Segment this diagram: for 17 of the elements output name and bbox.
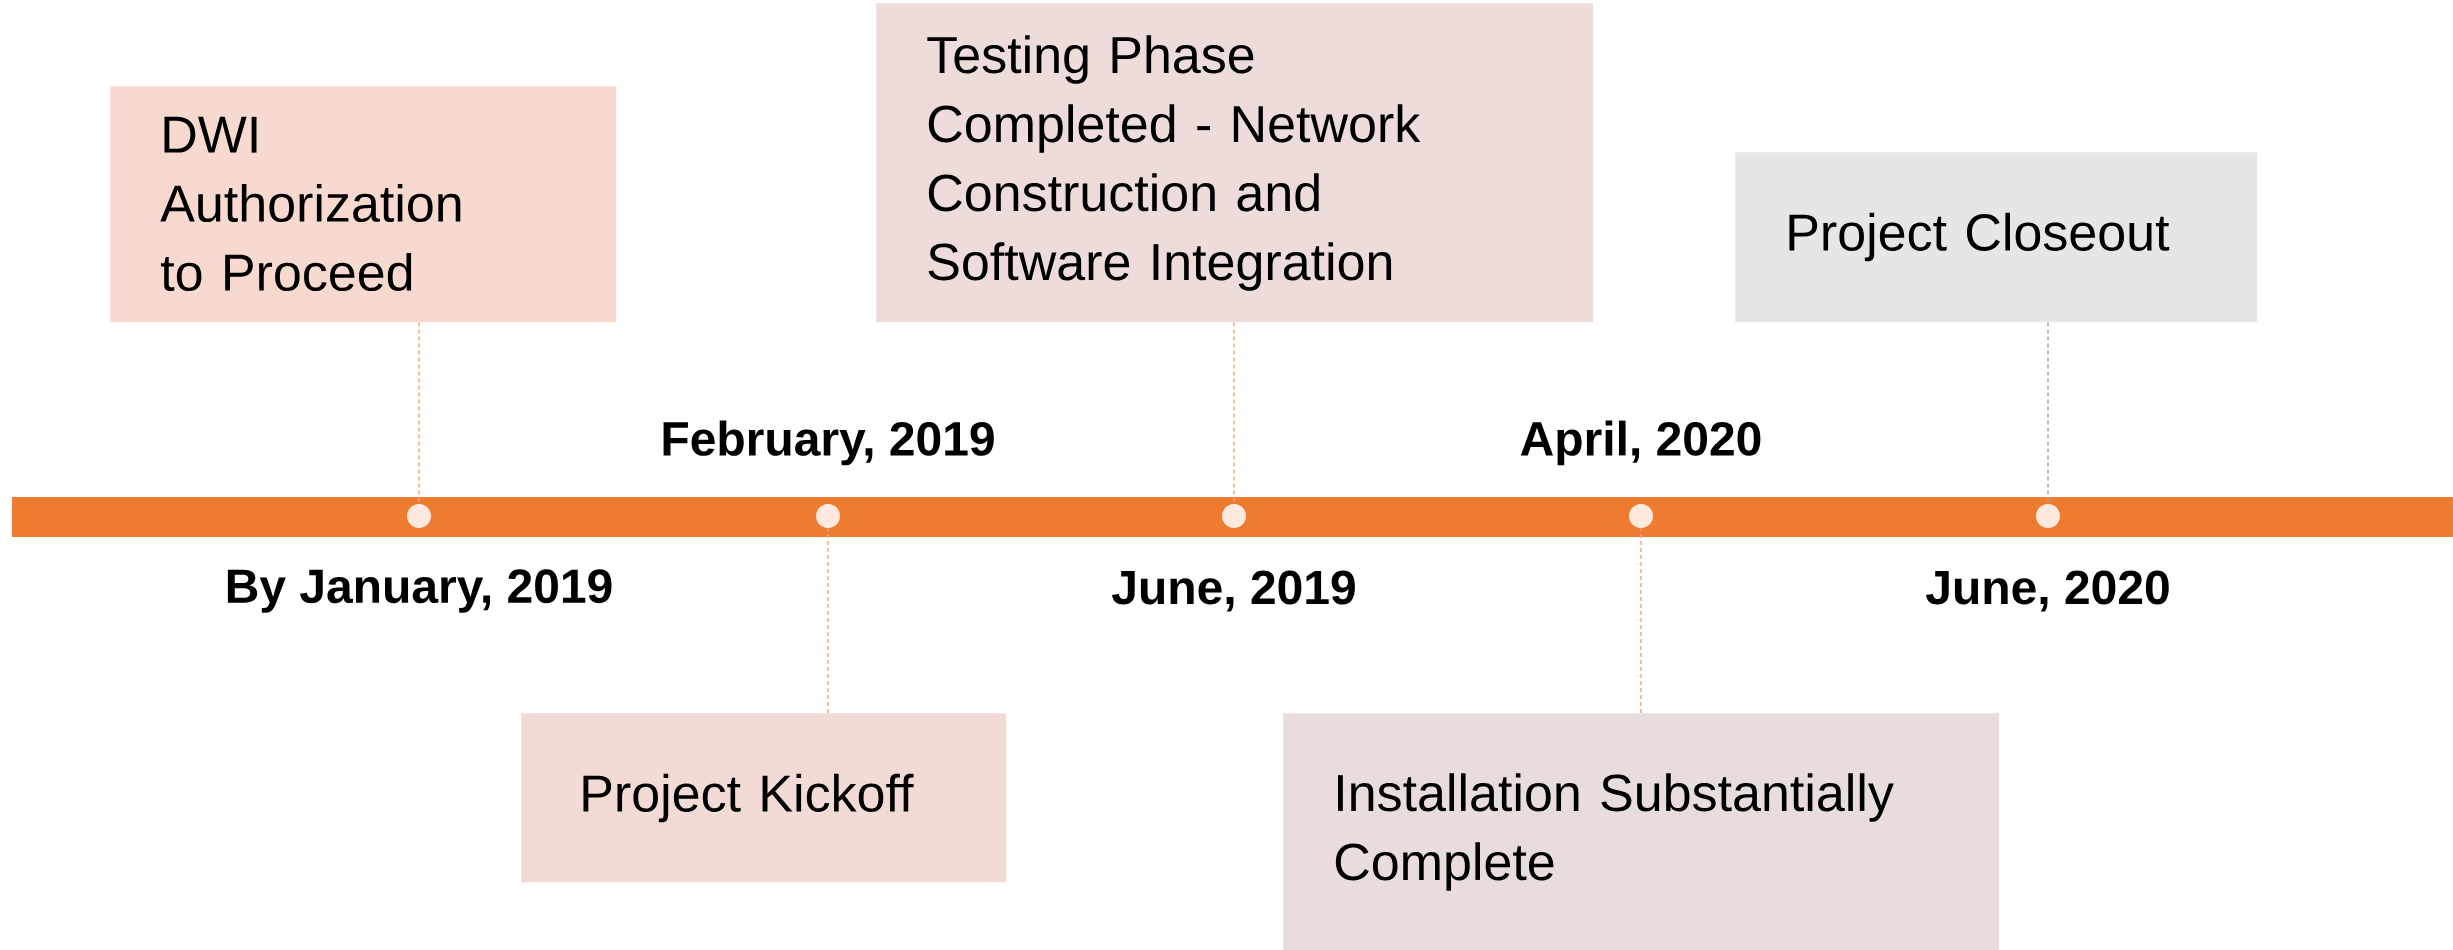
date-label: June, 2020	[1926, 570, 2169, 612]
leader-line	[1640, 527, 1642, 714]
date-label: April, 2020	[1520, 420, 1761, 466]
date-label: June, 2019	[1112, 570, 1355, 612]
milestone-box: DWI Authorization to Proceed	[110, 86, 617, 323]
milestone-box: Project Kickoff	[521, 713, 1007, 883]
timeline-dot	[1222, 504, 1246, 528]
date-label: By January, 2019	[227, 569, 612, 613]
timeline-dot	[407, 504, 431, 528]
leader-line	[827, 527, 829, 714]
timeline-dot	[816, 504, 840, 528]
milestone-box: Project Closeout	[1735, 152, 2258, 323]
milestone-box: Installation Substantially Complete	[1283, 713, 2000, 950]
milestone-box: Testing Phase Completed - Network Construction and Software Integration	[876, 3, 1594, 323]
timeline-dot	[2036, 504, 2060, 528]
date-label: February, 2019	[663, 420, 994, 466]
timeline-dot	[1629, 504, 1653, 528]
